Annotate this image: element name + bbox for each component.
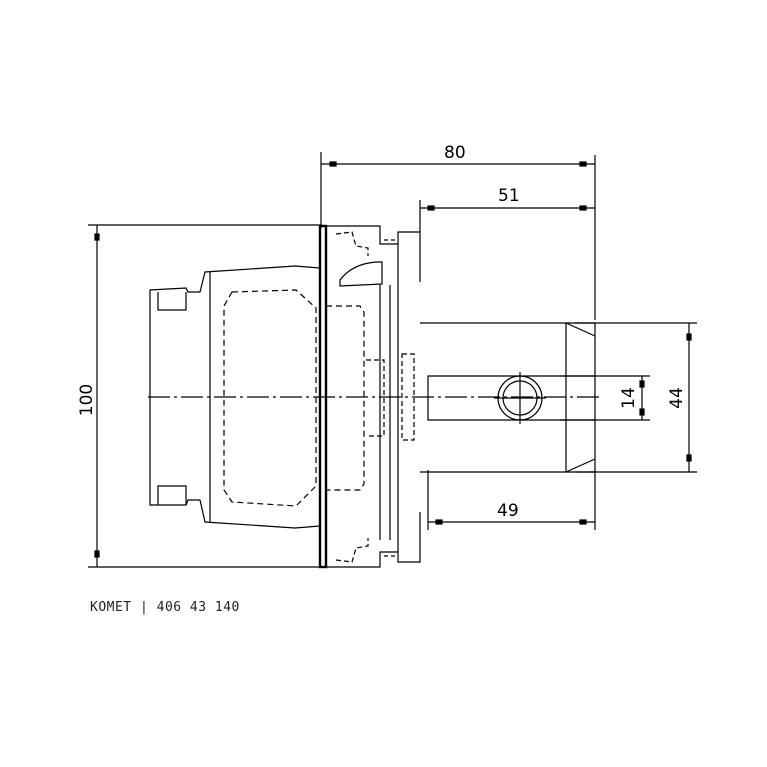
dimension-label-shank-diameter: 44 [667, 387, 687, 409]
dimension-bore-length [427, 470, 596, 530]
dimension-label-overall-length: 80 [444, 143, 466, 163]
cylindrical-shank [420, 322, 596, 473]
collar-section [326, 225, 421, 568]
dimension-label-bore-diameter: 14 [619, 387, 639, 409]
dimension-shank-length [419, 200, 595, 232]
dimension-label-shank-length: 51 [498, 186, 520, 206]
dimension-label-flange-diameter: 100 [77, 384, 97, 416]
clamping-screw-icon [494, 372, 546, 424]
dimension-label-bore-length: 49 [497, 501, 519, 521]
dimension-flange-diameter [88, 224, 322, 568]
hsk-taper-body [149, 224, 328, 569]
drawing-caption: KOMET | 406 43 140 [90, 600, 240, 615]
dimension-overall-length [320, 152, 596, 320]
